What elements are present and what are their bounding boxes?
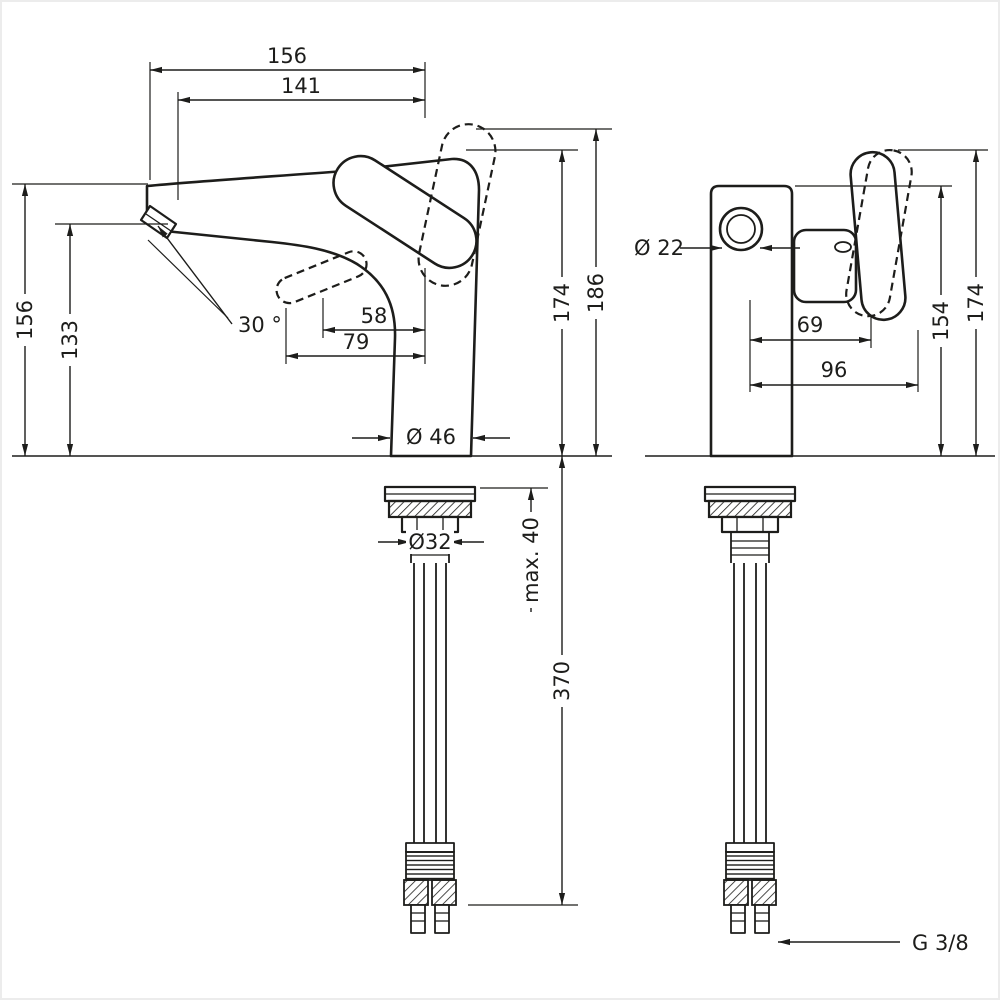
dim-label-max40: max. 40: [519, 517, 543, 603]
dim-label-186: 186: [584, 273, 608, 313]
dia-label-32: Ø32: [408, 530, 451, 554]
hub-pin-detail: [834, 241, 852, 253]
angle-leader-line: [157, 225, 233, 325]
faucet-body-front-outline: [709, 184, 794, 458]
handle-lever-solid-side: [332, 154, 478, 270]
dim-label-174-side: 174: [550, 283, 574, 323]
dim-label-79: 79: [343, 330, 370, 354]
dim-label-154: 154: [929, 301, 953, 341]
spout-outlet-outer-circle: [718, 206, 764, 252]
angle-label-30: 30 °: [238, 313, 282, 337]
angle-leader-line-2: [147, 239, 229, 319]
dim-label-96: 96: [821, 358, 848, 382]
thread-label-g38: G 3/8: [912, 931, 969, 955]
handle-lever-solid-front: [849, 150, 907, 322]
dia-label-46: Ø 46: [406, 425, 456, 449]
dim-label-370: 370: [550, 661, 574, 701]
dim-label-58: 58: [361, 304, 388, 328]
handle-hub: [792, 228, 858, 304]
mounting-stack-front: [703, 485, 797, 935]
dim-label-156-top: 156: [267, 44, 307, 68]
side-view: [12, 123, 612, 935]
dim-label-141: 141: [281, 74, 321, 98]
dim-label-69: 69: [797, 313, 824, 337]
dia-label-22: Ø 22: [634, 236, 684, 260]
dim-label-133: 133: [58, 320, 82, 360]
front-view: [645, 148, 995, 935]
spout-outlet-inner-circle: [726, 214, 756, 244]
handle-lever-low-dashed: [275, 250, 368, 305]
dim-label-156-left: 156: [13, 300, 37, 340]
dimensions: 156 141 156 133 30 ° 58 79 174 186 Ø 46 …: [12, 44, 989, 955]
dim-label-174-front: 174: [964, 283, 988, 323]
handle-lever-dashed-front: [845, 148, 913, 318]
handle-lever-raised-dashed: [417, 123, 497, 287]
